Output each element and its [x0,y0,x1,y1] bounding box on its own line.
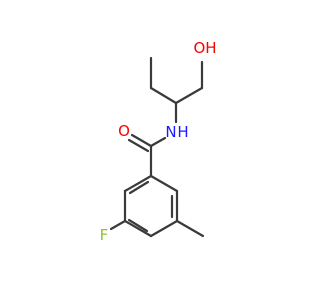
bond-n-carbonyl [149,136,167,148]
molecule-structure-diagram: OH O N H F [99,39,217,244]
amide-nitrogen-label: N [165,123,176,141]
ring-bond-3 [149,219,179,238]
fluorine-label: F [100,226,109,244]
bond-ch-ch2oh [174,86,204,105]
ring-inner-bond-2 [127,218,149,233]
carbonyl-oxygen-label: O [118,122,130,140]
ring-inner-bond-3 [128,180,150,195]
amide-hydrogen-label: H [177,123,188,141]
bond-carbonyl-double-2 [127,138,150,153]
ring-bond-4 [123,219,153,238]
bond-ring-methyl [175,219,205,238]
bond-carbonyl-double-1 [130,133,153,148]
ring-bond-1 [149,174,179,193]
atom-labels: OH O N H F [100,39,217,244]
ring-bond-6 [123,174,153,193]
bonds [109,56,205,238]
bond-ring-fluorine [109,219,127,231]
hydroxyl-label: OH [193,39,216,57]
bond-ethyl-ch2-ch [149,86,178,105]
